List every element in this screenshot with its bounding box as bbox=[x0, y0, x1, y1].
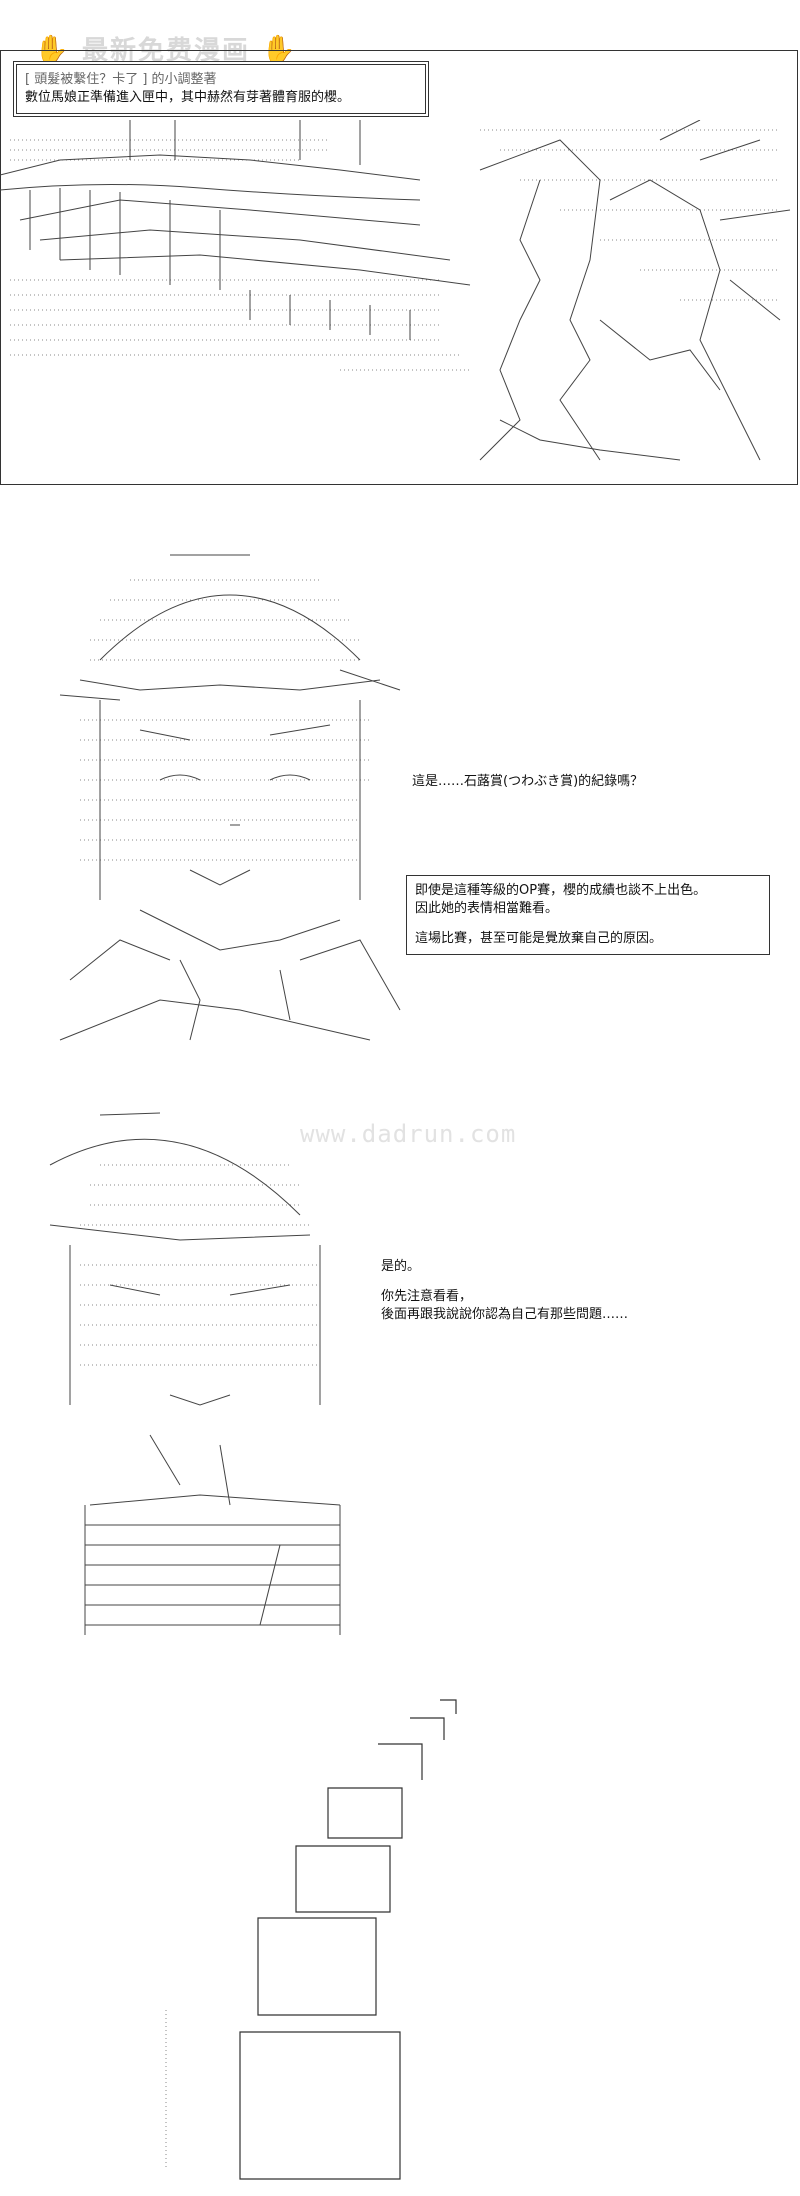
racecourse-art bbox=[0, 120, 798, 482]
stacked-boxes-art bbox=[160, 1690, 480, 2190]
thumb-down-icon: ✋ bbox=[34, 33, 71, 66]
caption-line: 數位馬娘正準備進入匣中，其中赫然有芽著體育服的櫻。 bbox=[25, 90, 351, 105]
narration-line: 這場比賽，甚至可能是覺放棄自己的原因。 bbox=[415, 931, 663, 946]
watermark-text: 最新免费漫画 bbox=[81, 36, 250, 66]
speech-line: 是的。 bbox=[381, 1259, 421, 1274]
trainer-drawing bbox=[49, 1112, 341, 1635]
narration-line: 即使是這種等級的OP賽，櫻的成績也談不上出色。 bbox=[415, 883, 707, 898]
panel-frame-top bbox=[0, 50, 798, 51]
character-cap-art bbox=[40, 540, 420, 1050]
stacked-boxes-drawing bbox=[165, 1699, 457, 2180]
character-drawing bbox=[59, 554, 401, 1041]
narration-line: 因此她的表情相當難看。 bbox=[415, 901, 559, 916]
speech-block: 是的。 你先注意看看， 後面再跟我說說你認為自己有那些問題…… bbox=[381, 1258, 628, 1324]
speech-line: 後面再跟我說說你認為自己有那些問題…… bbox=[381, 1307, 629, 1322]
panel-frame bbox=[0, 50, 798, 485]
trainer-art bbox=[30, 1105, 370, 1640]
thumb-down-icon: ✋ bbox=[261, 33, 298, 66]
speech-line: 你先注意看看， bbox=[381, 1289, 473, 1304]
watermark-logo: ✋ 最新免费漫画 ✋ bbox=[34, 30, 298, 67]
speech-text: 這是……石蕗賞(つわぶき賞)的紀錄嗎？ bbox=[412, 774, 644, 789]
narration-box: [ 頭髮被繫住？卡了 ] 的小調整著 數位馬娘正準備進入匣中，其中赫然有芽著體育… bbox=[16, 64, 426, 114]
narration-box: 即使是這種等級的OP賽，櫻的成績也談不上出色。 因此她的表情相當難看。 這場比賽… bbox=[406, 875, 770, 955]
racecourse-drawing bbox=[0, 120, 791, 461]
caption-line: [ 頭髮被繫住？卡了 ] 的小調整著 bbox=[25, 72, 217, 87]
watermark-url: www.dadrun.com bbox=[300, 1120, 517, 1148]
